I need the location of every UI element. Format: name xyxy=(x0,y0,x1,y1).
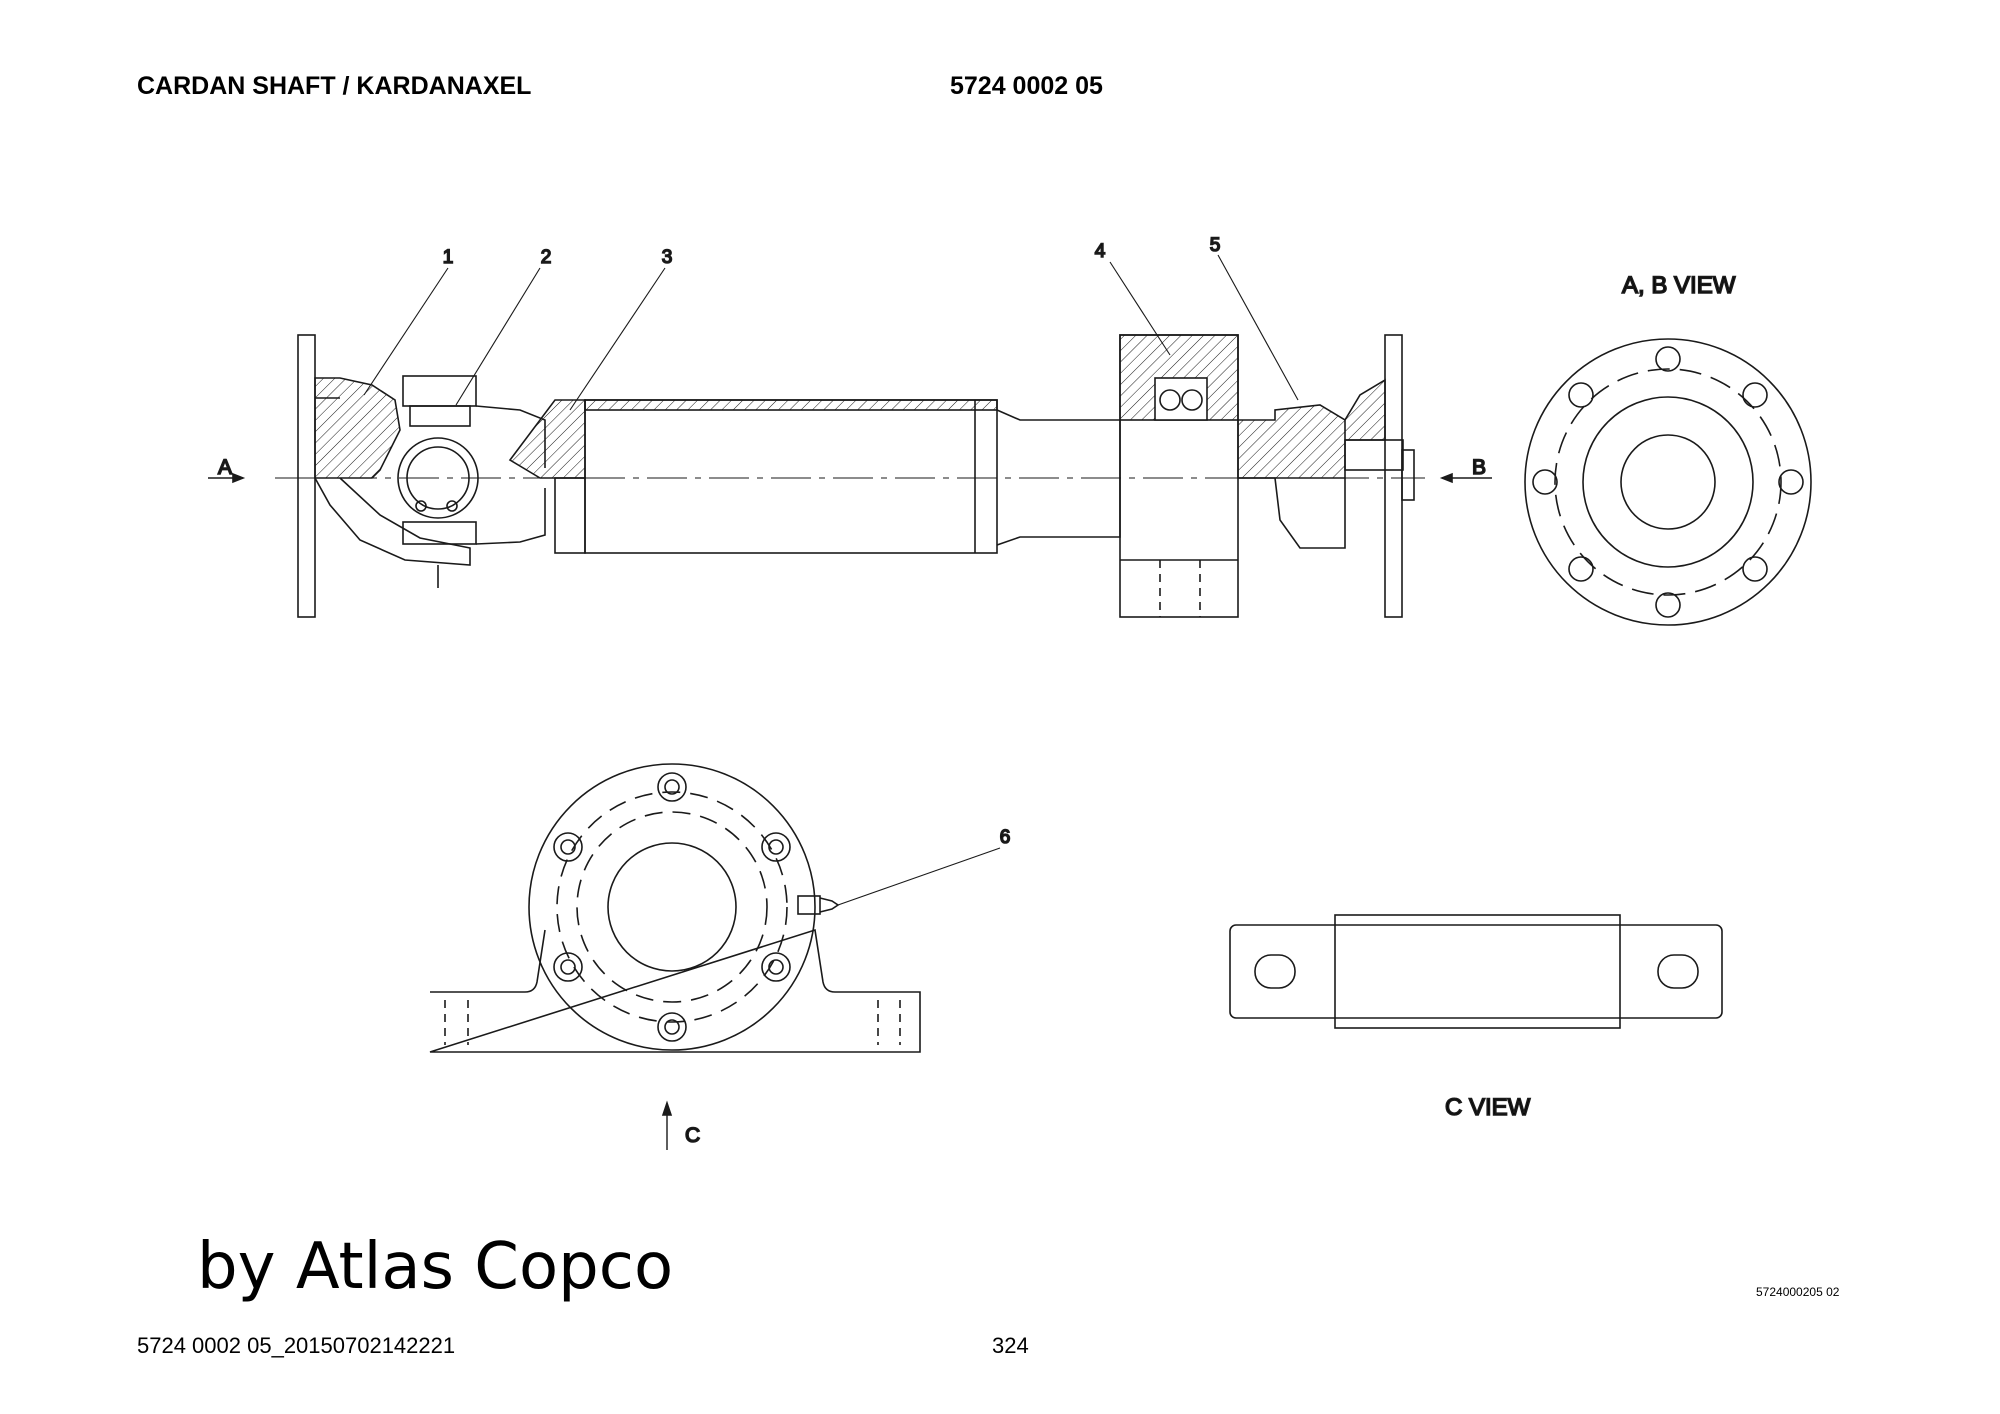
view-marker-a: A xyxy=(218,456,232,479)
drawing-code: 5724000205 02 xyxy=(1756,1285,1840,1299)
view-marker-c: C xyxy=(685,1124,700,1147)
watermark: by Atlas Copco xyxy=(197,1230,674,1304)
ab-end-view xyxy=(1524,338,1812,626)
callout-6: 6 xyxy=(1000,827,1011,848)
shaft-side-view xyxy=(208,254,1492,618)
document-id: 5724 0002 05_20150702142221 xyxy=(137,1333,456,1358)
page-number: 324 xyxy=(992,1333,1029,1358)
callout-2: 2 xyxy=(541,247,552,268)
ab-view-title: A, B VIEW xyxy=(1622,272,1736,299)
c-view-title: C VIEW xyxy=(1445,1094,1531,1121)
c-bottom-view xyxy=(1229,914,1723,1029)
view-marker-b: B xyxy=(1472,456,1486,479)
bearing-front-view xyxy=(429,763,1001,1150)
callout-1: 1 xyxy=(443,247,454,268)
part-number: 5724 0002 05 xyxy=(950,72,1103,100)
callout-4: 4 xyxy=(1095,241,1106,262)
page-title: CARDAN SHAFT / KARDANAXEL xyxy=(137,72,532,100)
callout-5: 5 xyxy=(1210,235,1221,256)
callout-3: 3 xyxy=(662,247,673,268)
